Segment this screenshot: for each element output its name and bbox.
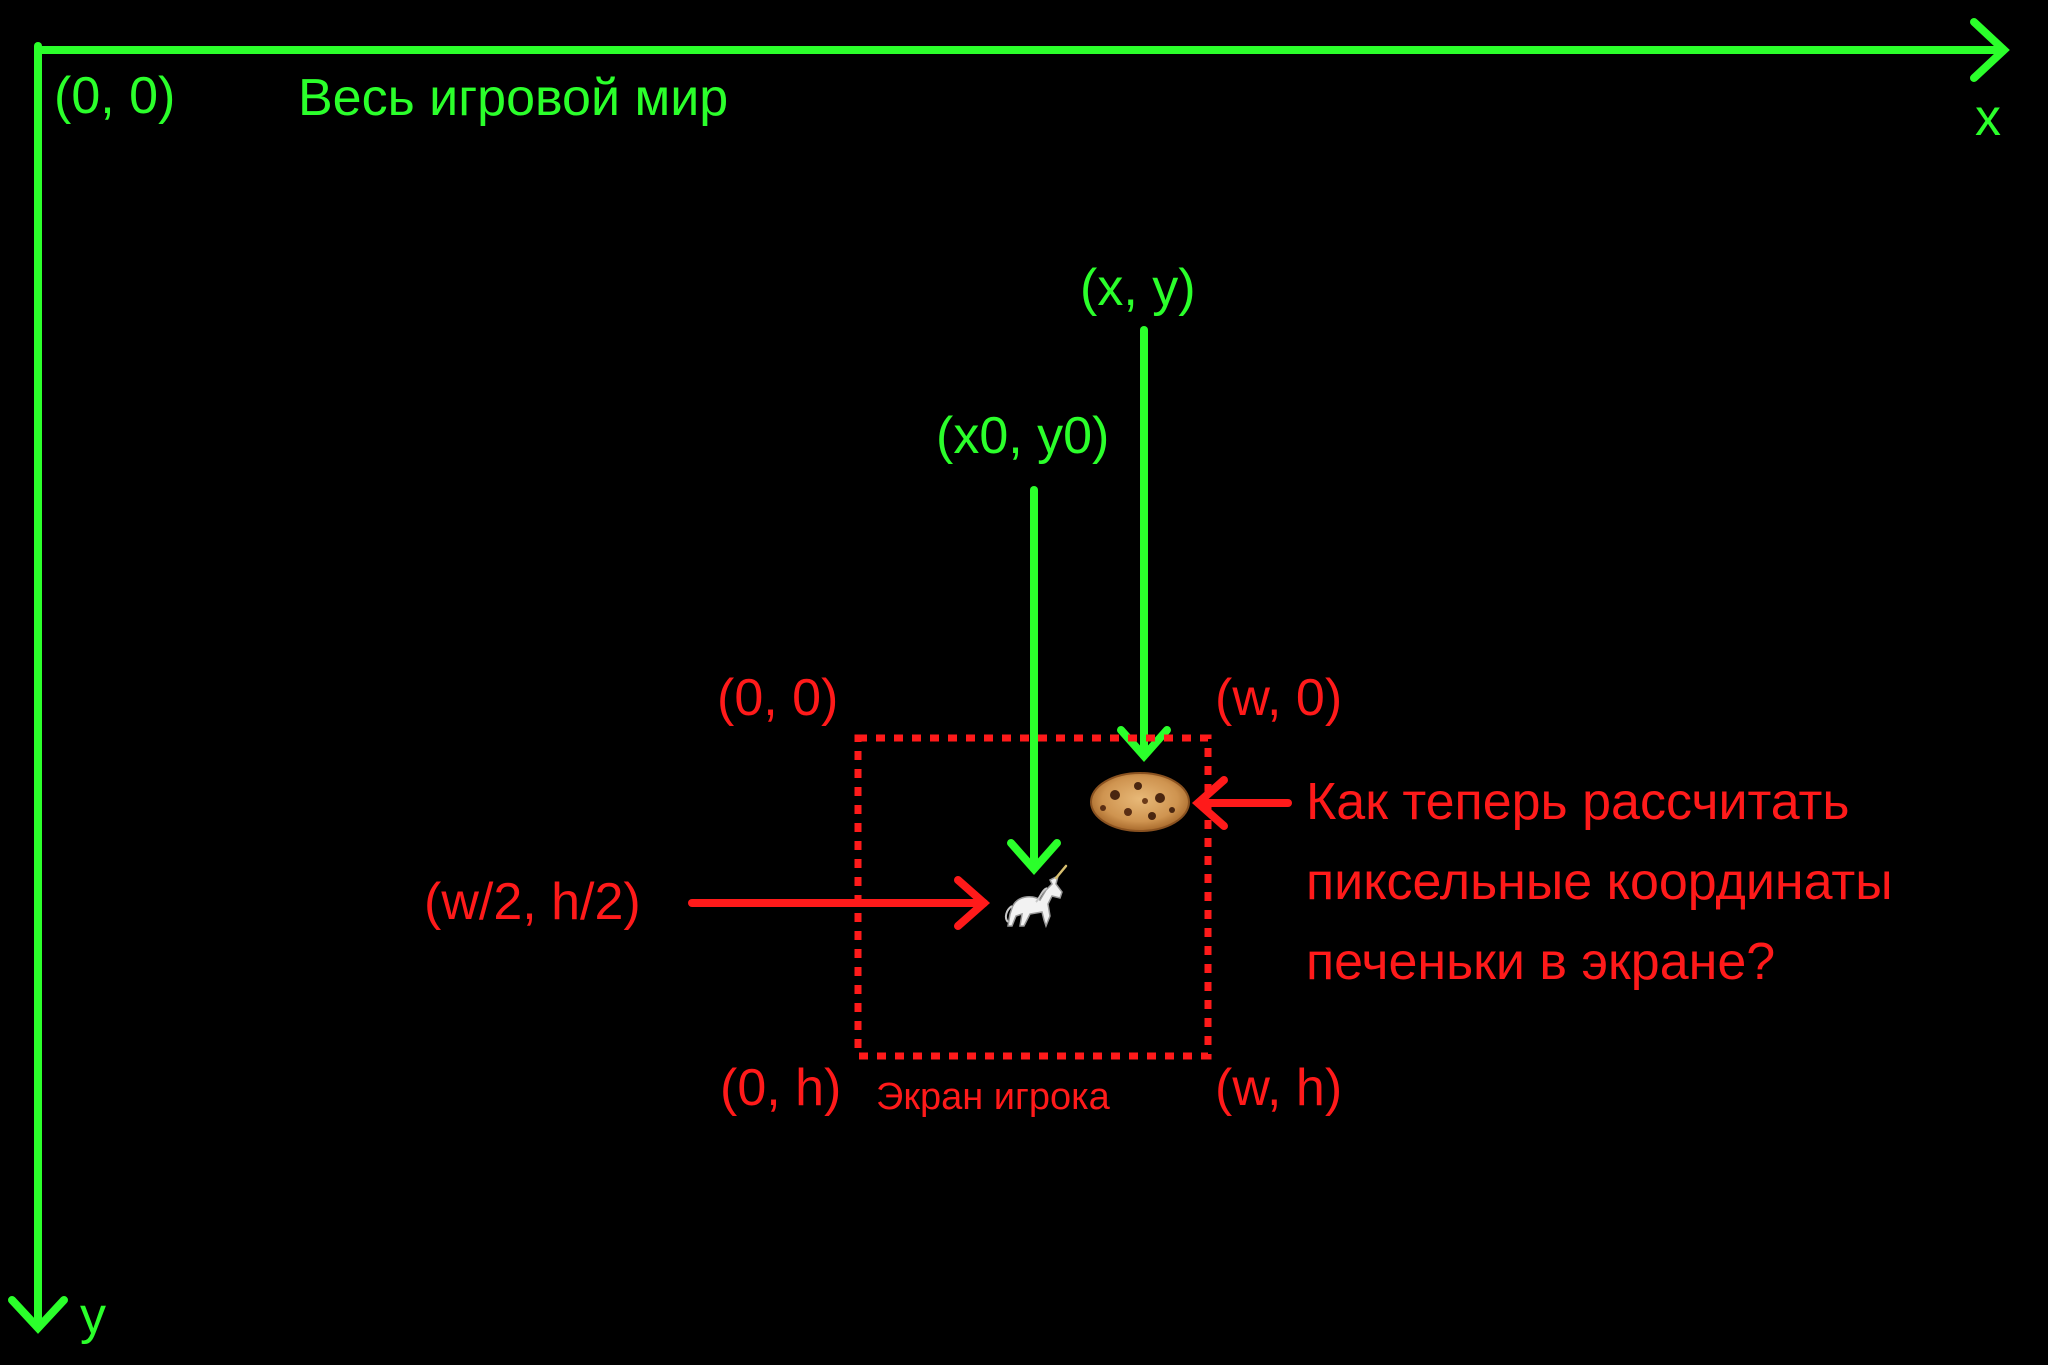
screen-top-right-label: (w, 0) (1215, 669, 1343, 727)
player-screen-caption: Экран игрока (876, 1076, 1110, 1118)
screen-top-left-label: (0, 0) (717, 669, 839, 727)
screen-bottom-left-label: (0, h) (720, 1059, 842, 1117)
world-origin-label: (0, 0) (54, 67, 176, 125)
world-title: Весь игровой мир (298, 69, 729, 127)
world-y-axis (8, 42, 68, 1334)
cookie-world-arrow (1117, 326, 1171, 763)
question-line-2: пиксельные координаты (1306, 853, 1893, 911)
player-screen-frame (854, 734, 1212, 1060)
question-line-1: Как теперь рассчитать (1306, 773, 1850, 831)
cookie-icon (1090, 772, 1190, 832)
player-world-arrow (1007, 486, 1061, 876)
question-line-3: печеньки в экране? (1306, 933, 1776, 991)
y-axis-label: y (80, 1287, 106, 1345)
world-x-axis (34, 18, 2010, 82)
x-axis-label: x (1975, 89, 2001, 147)
screen-bottom-right-label: (w, h) (1215, 1059, 1343, 1117)
cookie-world-label: (x, y) (1080, 259, 1196, 317)
question-arrow (1191, 776, 1292, 830)
center-arrow (688, 876, 991, 930)
screen-center-label: (w/2, h/2) (424, 873, 641, 931)
unicorn-icon (1004, 864, 1068, 929)
player-world-label: (x0, y0) (936, 407, 1110, 465)
